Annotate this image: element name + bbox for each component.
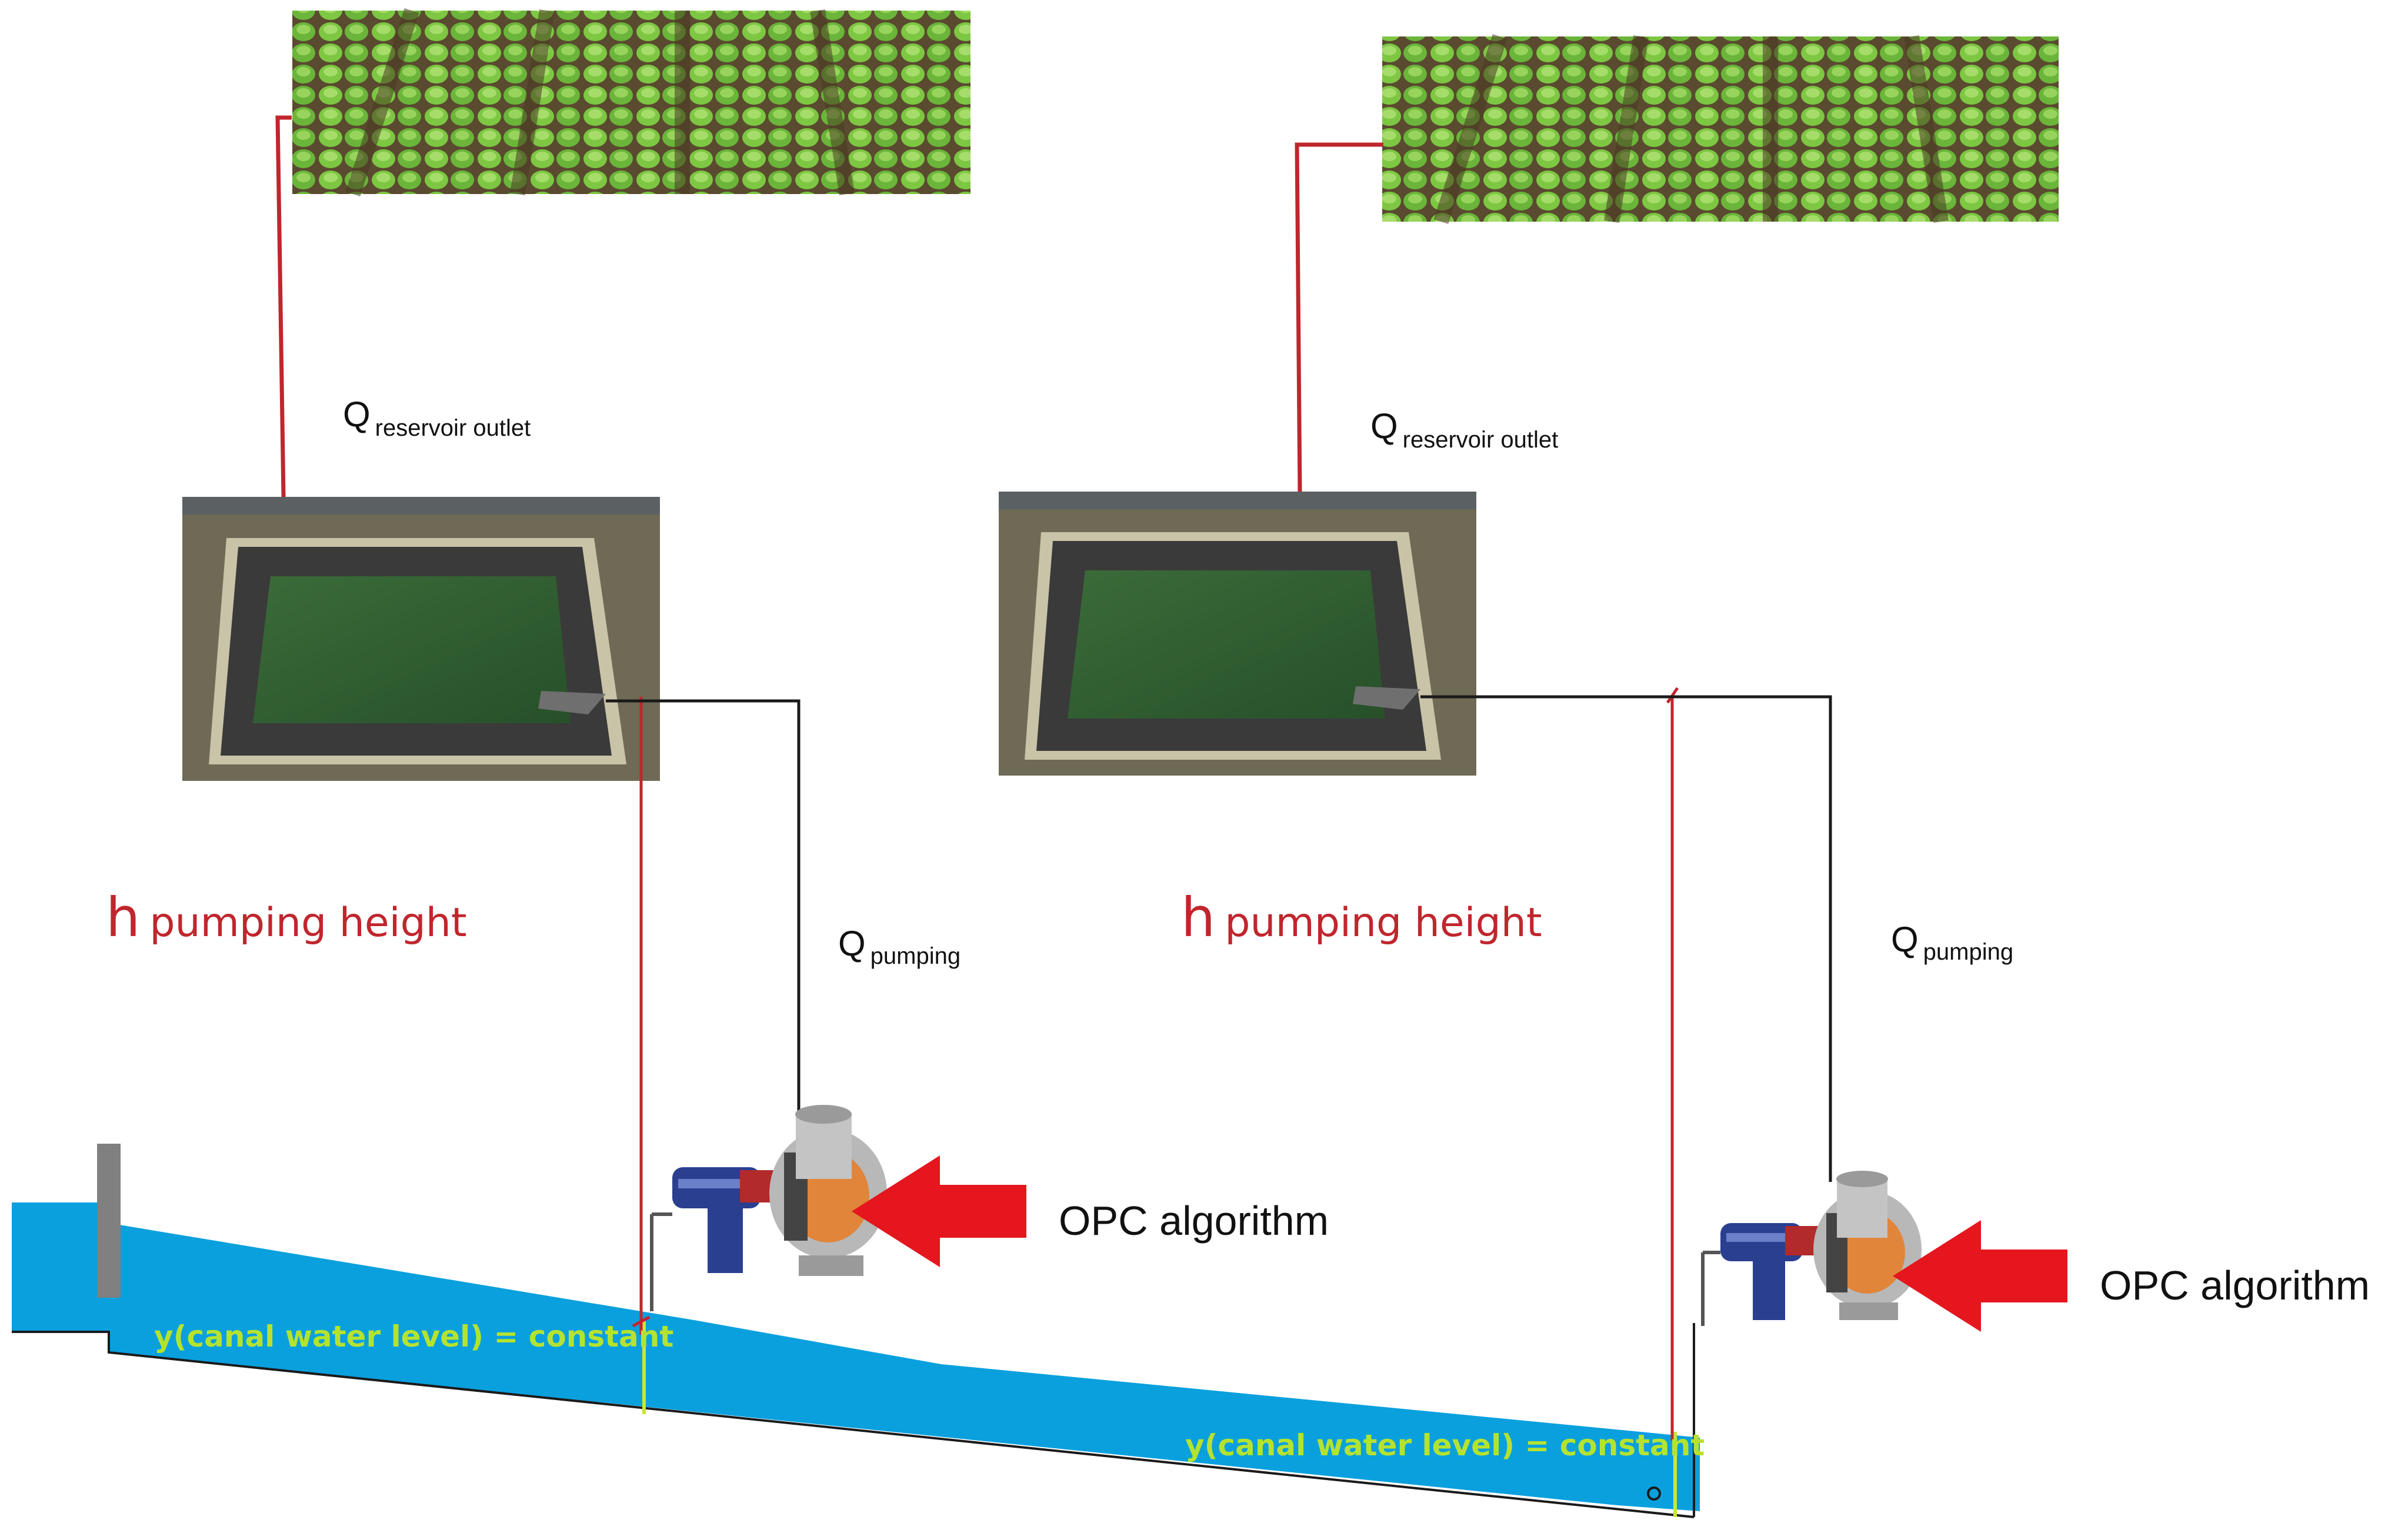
q-symbol: Q [838,924,866,963]
reservoir-outlet-pipe [275,115,1383,497]
q-subscript: reservoir outlet [1403,427,1559,453]
h-text: pumping height [149,900,466,946]
arrow-icon [1893,1220,2067,1332]
crop-field-icon [1382,34,2059,224]
q-subscript: pumping [1923,939,2013,965]
q-subscript: pumping [871,943,960,969]
q-symbol: Q [343,395,371,434]
canal-level-label: y(canal water level) = constant [1185,1428,1705,1462]
canal [12,1202,1700,1518]
pumping-line [606,695,1832,1182]
q-subscript: reservoir outlet [375,415,531,441]
crop-field-icon [292,8,970,196]
reservoir-icon [999,492,1476,776]
canal-level-label: y(canal water level) = constant [154,1319,673,1354]
reservoir-icon [182,497,660,781]
pumping-height-line [632,687,1679,1441]
arrow-icon [852,1155,1026,1267]
opc-algorithm-label: OPC algorithm [1059,1198,1329,1244]
q-symbol: Q [1891,920,1919,959]
sluice-gate-icon [97,1144,121,1298]
h-symbol: h [106,886,140,949]
q-symbol: Q [1370,406,1398,446]
h-text: pumping height [1225,900,1542,946]
pump-icon [650,1105,887,1311]
level-marker [642,1320,1677,1517]
opc-algorithm-label: OPC algorithm [2100,1262,2370,1308]
h-symbol: h [1181,886,1215,949]
pump-icon [1701,1171,1922,1326]
